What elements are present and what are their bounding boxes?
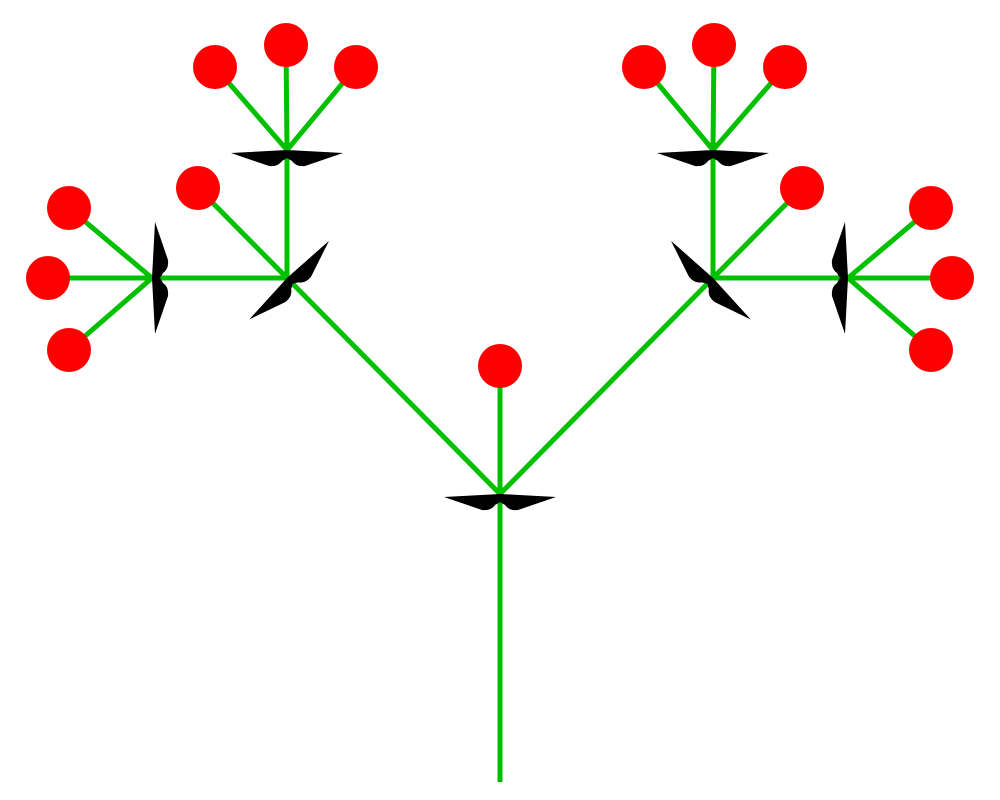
flower-bud-icon <box>176 166 220 210</box>
left-branch <box>285 276 502 496</box>
right-branch <box>498 276 715 496</box>
bract-icon <box>831 222 848 334</box>
flower-bud-icon <box>334 45 378 89</box>
flower-bud-icon <box>478 344 522 388</box>
flower-bud-icon <box>26 256 70 300</box>
bract-icon <box>657 150 769 167</box>
flower-bud-icon <box>622 45 666 89</box>
flower-bud-icon <box>264 23 308 67</box>
flower-bud-icon <box>193 45 237 89</box>
flower-bud-icon <box>930 256 974 300</box>
bract-icon <box>671 240 751 320</box>
bracts-layer <box>152 150 848 511</box>
flower-bud-icon <box>47 328 91 372</box>
bract-icon <box>152 222 169 334</box>
flower-bud-icon <box>47 186 91 230</box>
flower-bud-icon <box>909 186 953 230</box>
bract-icon <box>231 150 343 167</box>
flower-bud-icon <box>909 328 953 372</box>
flower-bud-icon <box>763 45 807 89</box>
flower-bud-icon <box>692 23 736 67</box>
bract-icon <box>249 240 329 320</box>
flower-bud-icon <box>780 166 824 210</box>
bract-icon <box>444 494 556 511</box>
flowers-layer <box>26 23 974 388</box>
stems-layer <box>48 44 952 782</box>
